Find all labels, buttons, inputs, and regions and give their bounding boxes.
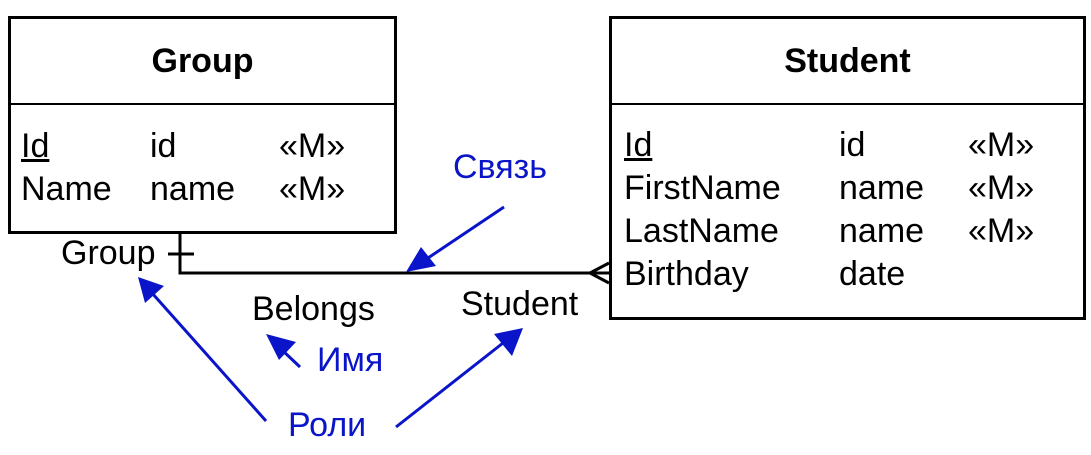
arrowhead-role-student [494, 328, 523, 356]
group-attr-type-1: name [150, 170, 236, 208]
student-attr-name-0: Id [624, 126, 653, 164]
many-cardinality-mark [589, 261, 610, 285]
arrow-link [427, 205, 505, 260]
student-attr-stereo-2: «M» [968, 212, 1035, 250]
entity-student: Student Id id «M» FirstName name «M» Las… [609, 16, 1086, 320]
entity-group-title: Group [11, 19, 394, 105]
group-attr-name-0: Id [21, 127, 50, 165]
annotation-link: Связь [453, 148, 547, 186]
arrowhead-name [266, 334, 296, 360]
student-attr-type-0: id [839, 126, 866, 164]
arrow-role-group [150, 292, 268, 422]
student-attr-type-1: name [839, 169, 925, 207]
relationship-line [178, 234, 609, 275]
group-attr-name-1: Name [21, 170, 112, 208]
student-attr-type-2: name [839, 212, 925, 250]
annotation-name: Имя [317, 341, 384, 379]
student-attr-name-3: Birthday [624, 255, 749, 293]
entity-student-title: Student [612, 19, 1083, 105]
group-attr-stereo-0: «M» [279, 127, 346, 165]
student-attr-stereo-1: «M» [968, 169, 1035, 207]
group-attr-type-0: id [150, 127, 177, 165]
group-attr-stereo-1: «M» [279, 170, 346, 208]
student-attr-name-1: FirstName [624, 169, 781, 207]
student-attr-name-2: LastName [624, 212, 779, 250]
role-label-group: Group [61, 234, 156, 272]
arrowhead-role-group [138, 277, 164, 303]
annotation-arrows [138, 205, 523, 429]
annotation-roles: Роли [288, 406, 367, 444]
student-attr-stereo-0: «M» [968, 126, 1035, 164]
relationship-name: Belongs [252, 290, 375, 328]
entity-group: Group Id id «M» Name name «M» [8, 16, 397, 234]
student-attr-type-3: date [839, 255, 906, 293]
role-label-student: Student [461, 285, 579, 323]
arrowhead-link [406, 247, 436, 272]
arrow-role-student [395, 341, 504, 429]
